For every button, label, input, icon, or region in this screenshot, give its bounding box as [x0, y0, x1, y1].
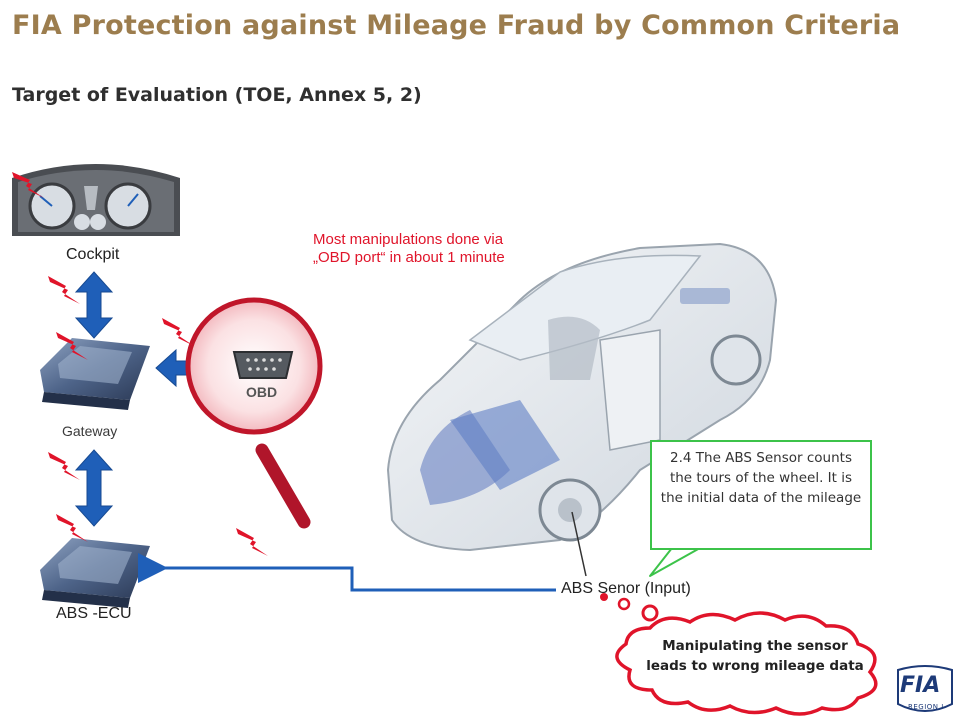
gateway-absecu-arrow [74, 449, 114, 527]
car-illustration [386, 242, 778, 552]
fia-logo-region: REGION I [908, 703, 944, 711]
thought-bubble-dots [600, 593, 659, 622]
abs-ecu-label: ABS -ECU [56, 605, 132, 622]
lightning-icon-absecu [56, 514, 88, 542]
abs-sensor-label: ABS Senor (Input) [561, 580, 691, 597]
abs-ecu-icon [40, 538, 150, 608]
gateway-label: Gateway [62, 423, 118, 439]
thought-cloud [615, 611, 878, 716]
cockpit-gateway-arrow [74, 271, 114, 339]
cockpit-label: Cockpit [66, 246, 120, 263]
lightning-icon-gateway [56, 332, 88, 360]
abs-sensor-callout: 2.4 The ABS Sensor counts the tours of t… [650, 440, 872, 550]
thought-cloud-text: Manipulating the sensor leads to wrong m… [646, 638, 864, 674]
lightning-icon-gateway-arrow [48, 276, 80, 304]
fia-logo-text: FIA [900, 673, 941, 698]
obd-manipulation-note: Most manipulations done via „OBD port“ i… [313, 231, 505, 266]
obd-magnifier-icon [185, 297, 323, 529]
cockpit-dashboard-icon [12, 164, 180, 236]
obd-connector-icon [232, 351, 294, 379]
lightning-icon-obd-arrow [162, 318, 194, 346]
callout-tail [649, 546, 701, 577]
fia-logo [897, 665, 953, 712]
lightning-icon-cockpit [12, 172, 44, 198]
lightning-icon-signal-line [236, 528, 268, 556]
abs-signal-line [138, 511, 587, 592]
page-title: FIA Protection against Mileage Fraud by … [12, 10, 901, 41]
gateway-ecu-icon [40, 338, 150, 410]
lightning-icon-absecu-arrow [48, 452, 80, 480]
page-subtitle: Target of Evaluation (TOE, Annex 5, 2) [12, 84, 422, 106]
obd-label: OBD [246, 384, 278, 400]
